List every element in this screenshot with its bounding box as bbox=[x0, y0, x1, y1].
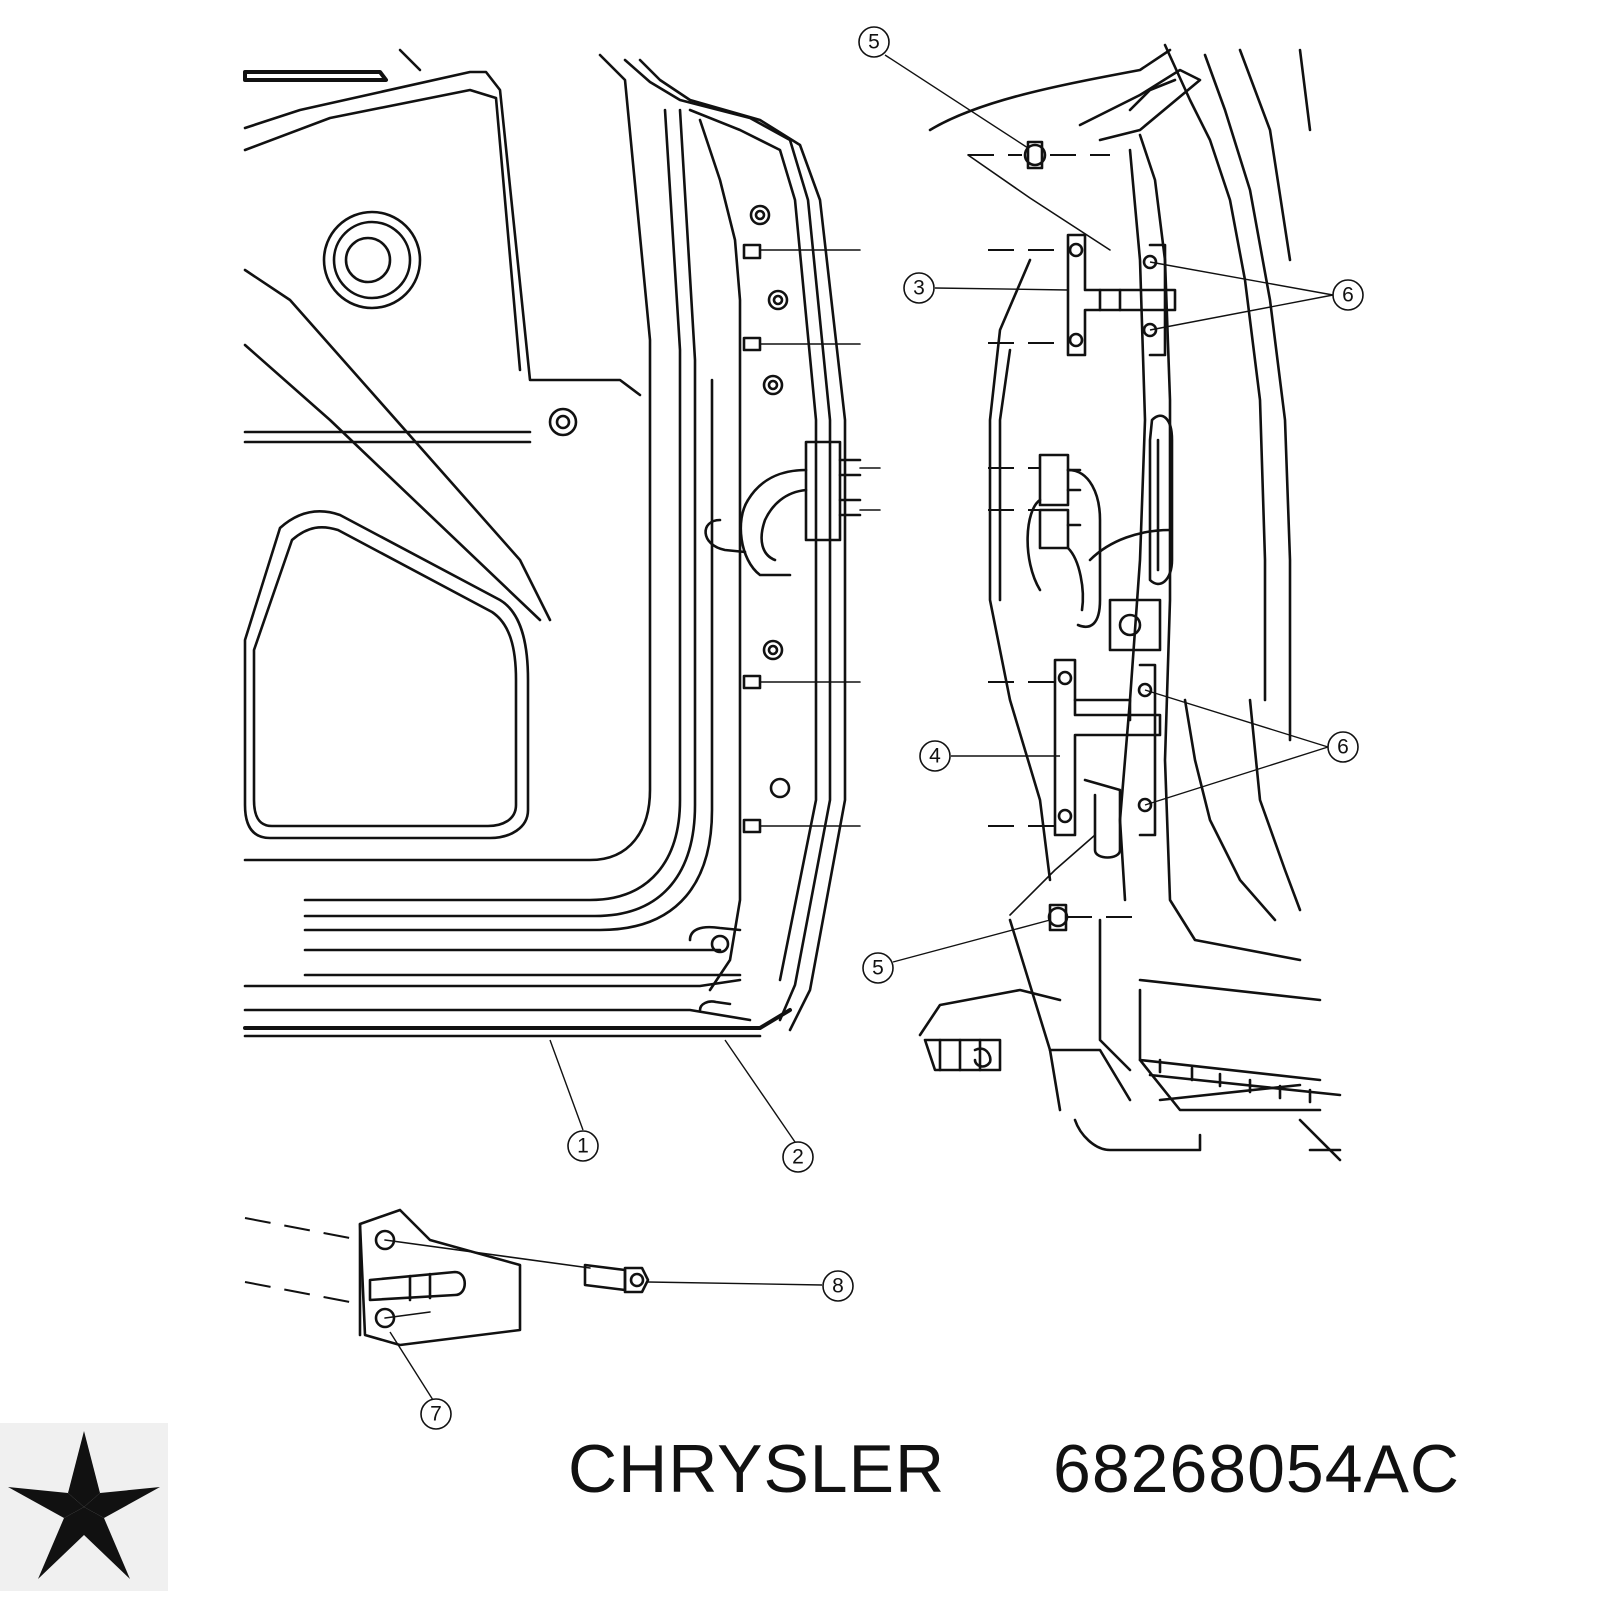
callout-5-bottom: 5 bbox=[862, 919, 1051, 984]
callout-2: 2 bbox=[724, 1039, 814, 1173]
callout-label-5-bottom: 5 bbox=[872, 957, 884, 980]
callout-label-1: 1 bbox=[577, 1135, 589, 1158]
brand-name: CHRYSLER bbox=[568, 1431, 946, 1507]
callout-label-7: 7 bbox=[430, 1403, 442, 1426]
door-striker bbox=[244, 1208, 650, 1347]
callout-5-top: 5 bbox=[858, 26, 1029, 149]
callout-6-top: 6 bbox=[1149, 261, 1364, 331]
callout-1: 1 bbox=[549, 1039, 599, 1162]
callout-8: 8 bbox=[647, 1270, 854, 1302]
callout-label-2: 2 bbox=[792, 1146, 804, 1169]
callout-6-bottom: 6 bbox=[1144, 689, 1359, 806]
callout-3: 3 bbox=[903, 272, 1069, 304]
door-panel bbox=[243, 48, 881, 1038]
callout-label-4: 4 bbox=[929, 745, 941, 768]
callout-label-3: 3 bbox=[913, 277, 925, 300]
callout-label-6-top: 6 bbox=[1342, 284, 1354, 307]
callout-label-6-bottom: 6 bbox=[1337, 736, 1349, 759]
callout-label-8: 8 bbox=[832, 1275, 844, 1298]
chrysler-pentastar-icon bbox=[0, 1423, 168, 1591]
callout-4: 4 bbox=[919, 740, 1060, 772]
callout-7: 7 bbox=[389, 1331, 452, 1430]
callout-label-5-top: 5 bbox=[868, 31, 880, 54]
body-pillar bbox=[918, 43, 1342, 1162]
part-number: 68268054AC bbox=[1053, 1431, 1461, 1507]
